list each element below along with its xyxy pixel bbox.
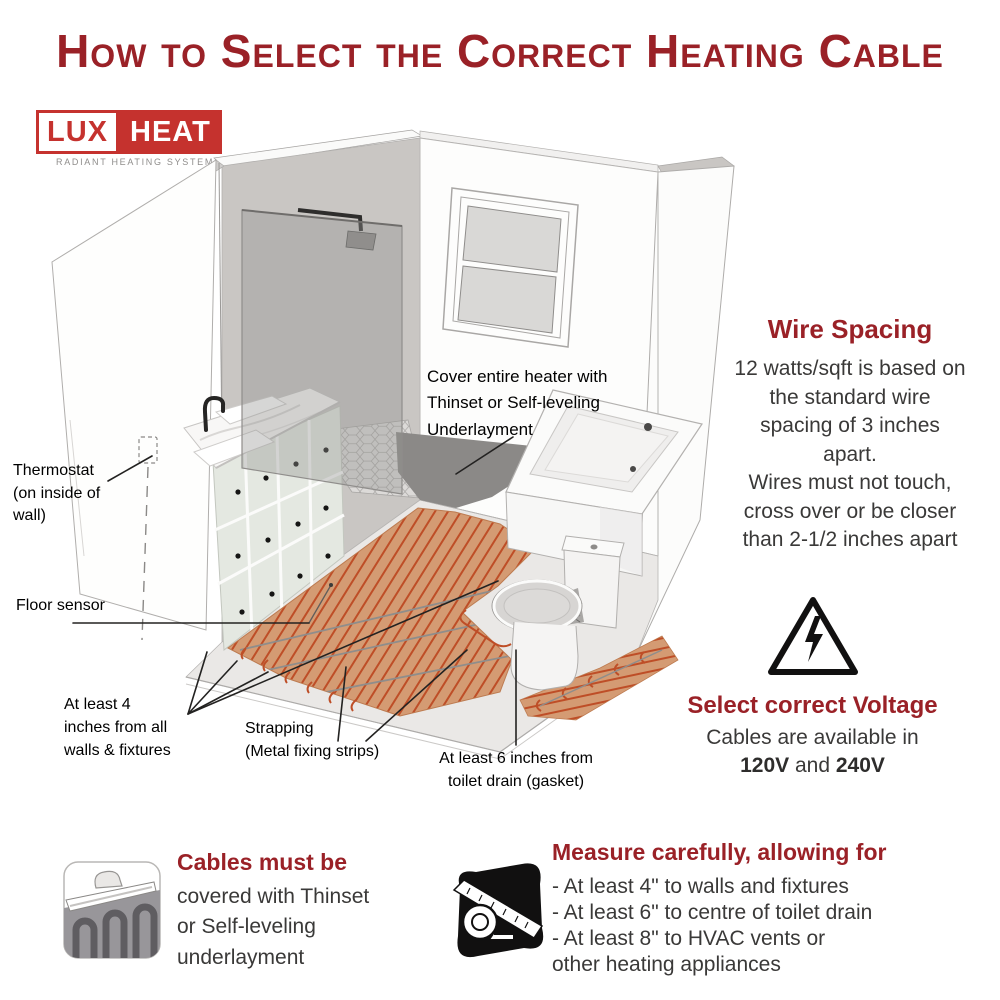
label-toilet-drain: At least 6 inches from toilet drain (gas… — [439, 750, 593, 790]
window-pane-upper — [462, 205, 562, 273]
clearance-pointer — [187, 660, 238, 715]
cables-covered-body: covered with Thinset or Self-leveling un… — [177, 885, 370, 969]
label-strapping: Strapping (Metal fixing strips) — [245, 720, 380, 760]
shower-head — [345, 230, 377, 251]
wire-spacing-body: 12 watts/sqft is based on the standard w… — [734, 357, 966, 552]
measure-section: Measure carefully, allowing for - At lea… — [552, 839, 952, 978]
voltage-line1: Cables are available in — [706, 726, 919, 749]
annotation-lines — [72, 436, 517, 746]
logo-lux: LUX — [36, 110, 119, 154]
measure-item: - At least 8" to HVAC vents or — [552, 927, 826, 950]
vanity — [183, 387, 345, 651]
label-at-least-4: At least 4 inches from all walls & fixtu… — [64, 696, 171, 760]
voltage-and: and — [789, 754, 836, 777]
voltage-240: 240V — [835, 754, 885, 777]
label-thermostat: Thermostat (on inside of wall) — [13, 462, 101, 525]
measure-item: - At least 6" to centre of toilet drain — [552, 901, 873, 924]
tub-faucet-dot — [644, 423, 652, 431]
left-wall — [51, 159, 225, 641]
bathtub — [505, 389, 703, 577]
tub-drain-dot — [630, 466, 636, 472]
logo-tagline: RADIANT HEATING SYSTEMS — [56, 157, 222, 167]
measure-item: other heating appliances — [552, 953, 781, 976]
voltage-values: 120V and 240V — [655, 754, 970, 778]
measure-heading: Measure carefully, allowing for — [552, 839, 887, 865]
cover-heater-pointer — [455, 436, 514, 475]
thinset-area — [396, 432, 546, 508]
thermostat-pointer — [107, 455, 153, 482]
voltage-120: 120V — [740, 754, 790, 777]
thermostat-outline — [138, 436, 158, 641]
shower-glass — [241, 209, 403, 495]
window-pane-lower — [457, 265, 557, 334]
label-cover-heater: Cover entire heater with Thinset or Self… — [427, 367, 608, 439]
cable-loops — [240, 609, 512, 712]
wire-spacing-section: Wire Spacing 12 watts/sqft is based on t… — [710, 314, 990, 555]
label-floor-sensor: Floor sensor — [16, 597, 105, 614]
window — [442, 187, 579, 348]
vanity-knobs — [235, 447, 331, 615]
page-title: How to Select the Correct Heating Cable — [56, 25, 944, 77]
strapping-pointer — [365, 649, 468, 742]
voltage-heading: Select correct Voltage — [687, 692, 938, 719]
luxheat-logo: LUX HEAT RADIANT HEATING SYSTEMS — [36, 110, 222, 167]
floor-sensor-probe — [308, 583, 333, 624]
clearance-pointer — [187, 580, 499, 715]
voltage-warning-icon — [765, 592, 861, 682]
right-wall — [635, 156, 735, 656]
trowel-cable-icon — [62, 860, 162, 960]
vanity-sink — [214, 395, 288, 425]
measuring-tape-icon — [446, 858, 548, 968]
cables-covered-heading: Cables must be — [177, 849, 347, 875]
clearance-pointer — [187, 651, 208, 715]
logo-heat: HEAT — [119, 110, 222, 154]
faucet — [202, 395, 226, 432]
strapping-pointer — [337, 666, 347, 742]
clearance-pointer — [187, 671, 269, 715]
vanity-sink — [193, 429, 276, 467]
measure-item: - At least 4" to walls and fixtures — [552, 875, 849, 898]
toilet — [491, 535, 625, 691]
shower-pipe — [297, 208, 363, 232]
shower — [241, 208, 403, 495]
cables-covered-section: Cables must be covered with Thinset or S… — [177, 849, 407, 973]
wire-spacing-heading: Wire Spacing — [767, 314, 933, 344]
voltage-section: Select correct Voltage Cables are availa… — [655, 692, 970, 778]
thermostat-wire — [141, 466, 149, 641]
